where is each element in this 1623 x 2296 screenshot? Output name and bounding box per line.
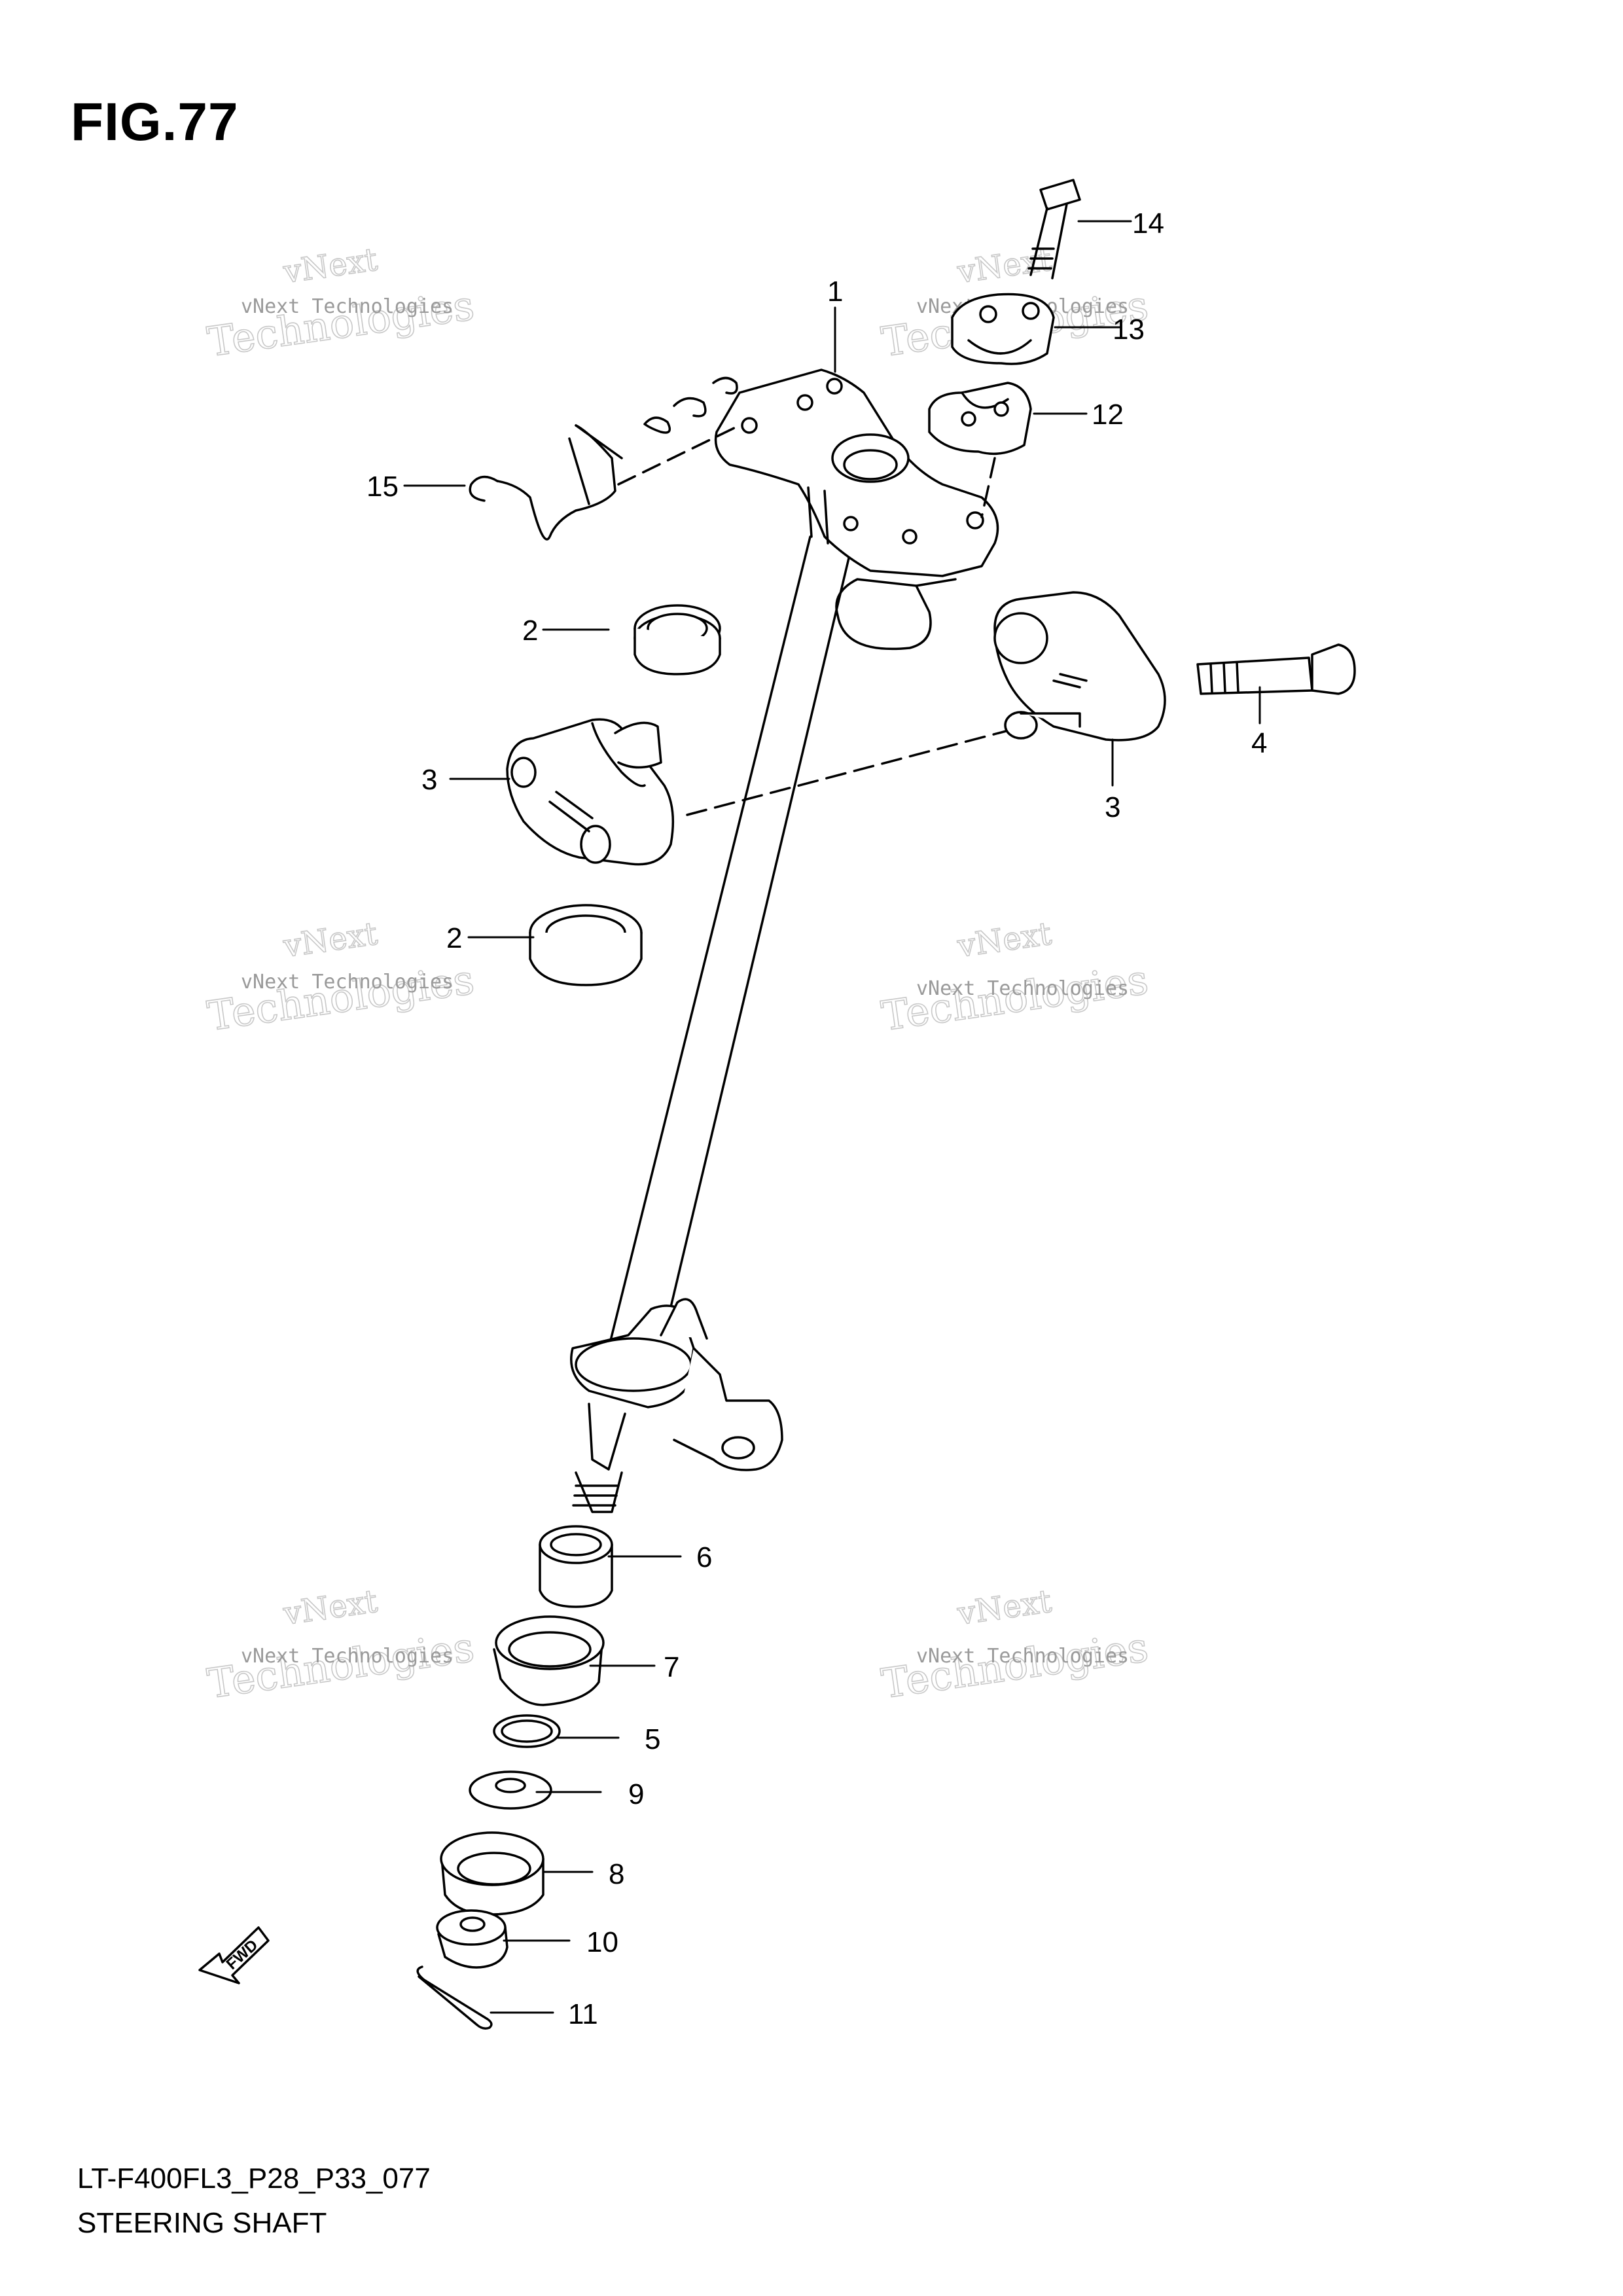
- callout-7: 7: [664, 1651, 679, 1683]
- watermark-bottom: Technologies: [204, 956, 476, 1040]
- lower-shaft-bracket: [570, 1298, 783, 1513]
- nut-part-10: [436, 1909, 508, 1969]
- handlebar-clamp-part-12: [928, 382, 1032, 456]
- wire-clip-loop: [835, 578, 932, 651]
- callout-12: 12: [1092, 399, 1124, 431]
- callout-15: 15: [366, 471, 399, 503]
- callout-6: 6: [696, 1541, 712, 1573]
- callout-8: 8: [609, 1858, 624, 1890]
- callout-9: 9: [628, 1778, 644, 1810]
- watermark-small: vNext Technologies: [916, 977, 1129, 1000]
- callout-10: 10: [586, 1926, 618, 1958]
- fwd-arrow-icon: [198, 1926, 270, 1984]
- callout-5: 5: [645, 1723, 660, 1755]
- bolt-part-14: [980, 179, 1081, 518]
- watermark-small: vNext Technologies: [241, 295, 454, 318]
- watermark-top: vNext: [955, 1583, 1054, 1633]
- shaft-holder-left-part-3: [506, 718, 1012, 866]
- watermark-top: vNext: [281, 916, 380, 965]
- watermark-bottom: Technologies: [204, 281, 476, 366]
- diagram-code: LT-F400FL3_P28_P33_077: [77, 2162, 431, 2195]
- handlebar-holder-part-1: [714, 368, 999, 577]
- collar-part-6: [539, 1525, 613, 1608]
- o-ring-part-5: [493, 1714, 561, 1748]
- spring-clip-part-15: [469, 376, 741, 541]
- diagram-caption: STEERING SHAFT: [77, 2207, 327, 2239]
- watermark-small: vNext Technologies: [241, 1645, 454, 1668]
- figure-title: FIG.77: [71, 92, 239, 152]
- callout-13: 13: [1113, 314, 1145, 346]
- watermark-small: vNext Technologies: [916, 1645, 1129, 1668]
- shaft-holder-right-part-3: [993, 591, 1166, 742]
- cotter-pin-part-11: [416, 1965, 493, 2030]
- callout-11: 11: [568, 1998, 598, 2030]
- bushing-upper-part-2: [633, 604, 721, 675]
- callout-3-left: 3: [421, 764, 437, 796]
- callout-leaders: [403, 220, 1261, 2014]
- callout-2-upper: 2: [522, 615, 538, 647]
- callout-3-right: 3: [1105, 791, 1120, 823]
- bushing-lower-part-2: [529, 904, 643, 986]
- watermark-small: vNext Technologies: [241, 971, 454, 994]
- bolt-part-4: [1196, 643, 1356, 695]
- watermark-top: vNext: [281, 1583, 380, 1633]
- seal-part-7: [493, 1615, 605, 1706]
- bearing-part-8: [440, 1831, 544, 1916]
- callout-numbers: 1 2 2 3 3 4 5 6 7 8 9 10 11 12 13 14 15: [366, 207, 1267, 2030]
- callout-4: 4: [1251, 727, 1267, 759]
- watermark-top: vNext: [955, 916, 1054, 965]
- watermark-top: vNext: [281, 242, 380, 291]
- callout-2-lower: 2: [446, 922, 462, 954]
- callout-1: 1: [827, 276, 843, 308]
- callout-14: 14: [1132, 207, 1164, 240]
- washer-part-9: [469, 1770, 552, 1810]
- handlebar-clamp-part-13: [951, 293, 1055, 365]
